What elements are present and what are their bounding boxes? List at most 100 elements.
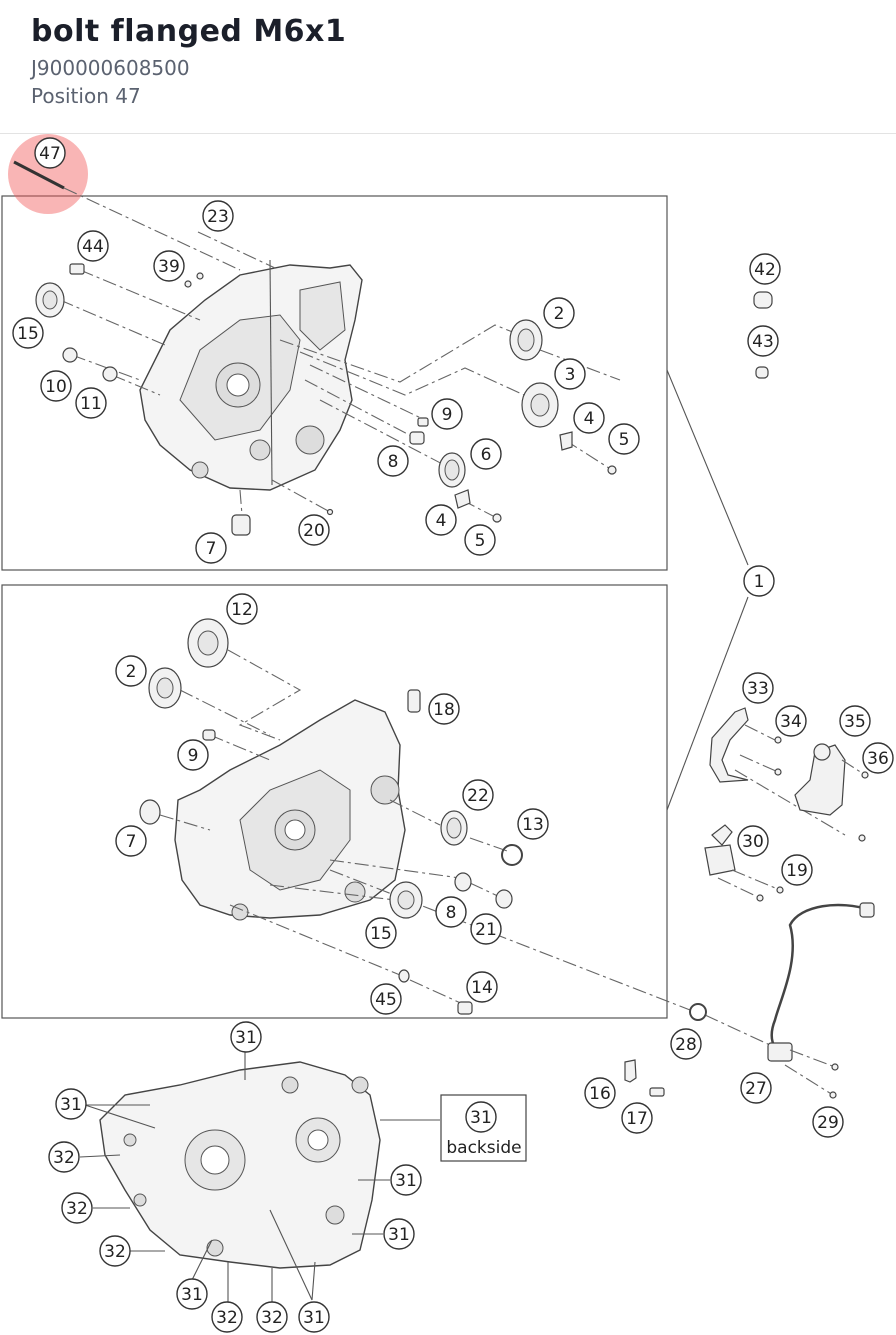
svg-text:14: 14	[471, 978, 493, 998]
svg-text:8: 8	[446, 903, 457, 923]
callout-28[interactable]: 28	[670, 1028, 702, 1060]
callout-3[interactable]: 3	[554, 358, 586, 390]
svg-text:32: 32	[261, 1308, 283, 1328]
callout-15[interactable]: 15	[12, 317, 44, 349]
callout-4[interactable]: 4	[425, 504, 457, 536]
callout-7[interactable]: 7	[195, 532, 227, 564]
svg-text:32: 32	[104, 1242, 126, 1262]
callout-5[interactable]: 5	[464, 524, 496, 556]
callout-33[interactable]: 33	[742, 672, 774, 704]
svg-text:16: 16	[589, 1084, 611, 1104]
svg-text:5: 5	[475, 531, 486, 551]
svg-text:42: 42	[754, 260, 776, 280]
callout-4[interactable]: 4	[573, 402, 605, 434]
exploded-parts-diagram: 31 backside 47 23 44 39 15 10 11 2 3 9 4…	[1, 134, 894, 1333]
callout-18[interactable]: 18	[428, 693, 460, 725]
svg-text:36: 36	[867, 749, 889, 769]
callout-10[interactable]: 10	[40, 370, 72, 402]
callout-31[interactable]: 31	[230, 1021, 262, 1053]
callout-15[interactable]: 15	[365, 917, 397, 949]
callout-32[interactable]: 32	[256, 1301, 288, 1333]
callout-8[interactable]: 8	[377, 445, 409, 477]
callout-31[interactable]: 31	[390, 1164, 422, 1196]
callout-35[interactable]: 35	[839, 705, 871, 737]
svg-text:21: 21	[475, 920, 497, 940]
svg-text:13: 13	[522, 815, 544, 835]
svg-text:32: 32	[66, 1199, 88, 1219]
callout-30[interactable]: 30	[737, 825, 769, 857]
callout-31[interactable]: 31	[383, 1218, 415, 1250]
svg-text:45: 45	[375, 990, 397, 1010]
svg-text:15: 15	[370, 924, 392, 944]
sensor-18-shape	[407, 689, 421, 713]
callout-31[interactable]: 31	[298, 1301, 330, 1333]
bushing-7-shape	[231, 514, 251, 536]
svg-text:17: 17	[626, 1109, 648, 1129]
svg-text:30: 30	[742, 832, 764, 852]
callout-23[interactable]: 23	[202, 200, 234, 232]
upper-crankcase-frame	[1, 195, 668, 571]
callout-1[interactable]: 1	[743, 565, 775, 597]
callout-32[interactable]: 32	[211, 1301, 243, 1333]
cover-33-shape	[709, 707, 749, 783]
callout-29[interactable]: 29	[812, 1106, 844, 1138]
callout-43[interactable]: 43	[747, 325, 779, 357]
callout-21[interactable]: 21	[470, 913, 502, 945]
lower-crankcase-frame	[1, 584, 668, 1019]
svg-text:31: 31	[303, 1308, 325, 1328]
callout-32[interactable]: 32	[61, 1192, 93, 1224]
leader-line	[63, 187, 241, 271]
svg-text:3: 3	[565, 365, 576, 385]
callout-31[interactable]: 31	[176, 1278, 208, 1310]
callout-34[interactable]: 34	[775, 705, 807, 737]
svg-text:4: 4	[584, 409, 595, 429]
part-number: J900000608500	[31, 56, 190, 80]
cover-35-shape	[794, 744, 846, 816]
callout-47[interactable]: 47	[34, 137, 66, 169]
callout-7[interactable]: 7	[115, 825, 147, 857]
svg-text:19: 19	[786, 861, 808, 881]
svg-text:28: 28	[675, 1035, 697, 1055]
callout-2[interactable]: 2	[115, 655, 147, 687]
callout-14[interactable]: 14	[466, 971, 498, 1003]
callout-27[interactable]: 27	[740, 1072, 772, 1104]
callout-22[interactable]: 22	[462, 779, 494, 811]
leader-line	[666, 369, 749, 566]
svg-text:18: 18	[433, 700, 455, 720]
highlight-glow	[8, 134, 88, 214]
callout-19[interactable]: 19	[781, 854, 813, 886]
callout-12[interactable]: 12	[226, 593, 258, 625]
svg-text:10: 10	[45, 377, 67, 397]
svg-text:31: 31	[235, 1028, 257, 1048]
callout-45[interactable]: 45	[370, 983, 402, 1015]
svg-text:6: 6	[481, 445, 492, 465]
backside-label: backside	[446, 1138, 521, 1158]
callout-8[interactable]: 8	[435, 896, 467, 928]
callout-2[interactable]: 2	[543, 297, 575, 329]
svg-text:34: 34	[780, 712, 802, 732]
bolt-44-shape	[69, 263, 85, 275]
backside-crankcase-drawing	[99, 1061, 381, 1269]
callout-36[interactable]: 36	[862, 742, 894, 774]
callout-17[interactable]: 17	[621, 1102, 653, 1134]
callout-44[interactable]: 44	[77, 230, 109, 262]
callout-32[interactable]: 32	[99, 1235, 131, 1267]
callout-39[interactable]: 39	[153, 250, 185, 282]
callout-11[interactable]: 11	[75, 387, 107, 419]
svg-text:22: 22	[467, 786, 489, 806]
callout-31[interactable]: 31	[55, 1088, 87, 1120]
svg-text:15: 15	[17, 324, 39, 344]
callout-9[interactable]: 9	[177, 739, 209, 771]
callout-42[interactable]: 42	[749, 253, 781, 285]
callout-16[interactable]: 16	[584, 1077, 616, 1109]
svg-text:29: 29	[817, 1113, 839, 1133]
callout-6[interactable]: 6	[470, 438, 502, 470]
svg-text:32: 32	[53, 1148, 75, 1168]
callout-9[interactable]: 9	[431, 398, 463, 430]
callout-20[interactable]: 20	[298, 514, 330, 546]
callout-13[interactable]: 13	[517, 808, 549, 840]
callout-32[interactable]: 32	[48, 1141, 80, 1173]
callout-5[interactable]: 5	[608, 423, 640, 455]
circlip-13-shape	[501, 844, 523, 866]
bracket-16-shape	[624, 1059, 637, 1083]
